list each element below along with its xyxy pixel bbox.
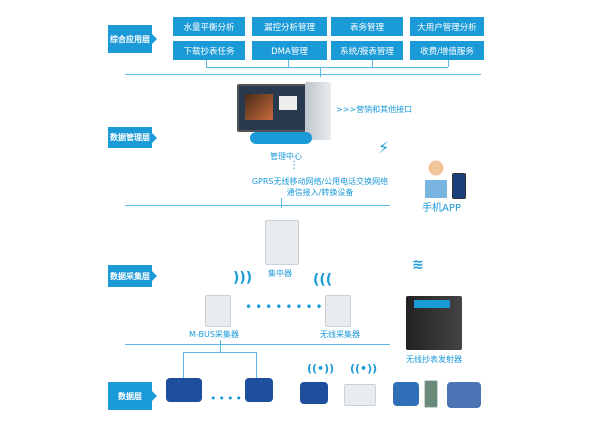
app-box: DMA管理 bbox=[252, 41, 327, 60]
connector bbox=[448, 60, 449, 67]
pc-tower-icon bbox=[305, 82, 331, 140]
divider bbox=[125, 344, 390, 345]
app-box: 表务管理 bbox=[331, 17, 403, 36]
network-label-2: 通信接入/转换设备 bbox=[286, 188, 354, 197]
connector bbox=[206, 60, 207, 67]
water-meter-icon bbox=[300, 382, 328, 404]
network-label-1: GPRS无线移动网络/公用电话交换网络 bbox=[251, 177, 389, 186]
pressure-sensor-icon bbox=[424, 380, 438, 408]
interface-label: >>>营销和其他接口 bbox=[336, 105, 413, 114]
connector bbox=[206, 67, 448, 68]
connector bbox=[288, 60, 289, 67]
app-box: 系统/报表管理 bbox=[331, 41, 403, 60]
flow-meter-icon bbox=[393, 382, 419, 406]
water-meter-icon bbox=[166, 378, 202, 402]
mobile-app-label: 手机APP bbox=[422, 203, 461, 214]
concentrator-label: 集中器 bbox=[268, 269, 292, 278]
wireless-label: 无线采集器 bbox=[320, 330, 360, 339]
transmitter-label: 无线抄表发射器 bbox=[406, 355, 462, 364]
layer-app: 综合应用层 bbox=[108, 25, 157, 53]
monitor-icon bbox=[237, 84, 309, 132]
wifi-icon: ≋ bbox=[412, 257, 424, 273]
smart-meter-icon bbox=[344, 384, 376, 406]
mbus-label: M-BUS采集器 bbox=[189, 330, 239, 339]
app-box: 水量平衡分析 bbox=[173, 17, 245, 36]
connector bbox=[256, 352, 257, 382]
wifi-icon: ((•)) bbox=[350, 362, 378, 375]
wifi-icon: ((( bbox=[313, 272, 333, 288]
wireless-collector-icon bbox=[325, 295, 351, 327]
divider bbox=[125, 205, 390, 206]
app-box: 下载抄表任务 bbox=[173, 41, 245, 60]
connector bbox=[372, 60, 373, 67]
layer-data: 数据层 bbox=[108, 382, 157, 410]
phone-icon bbox=[452, 173, 466, 199]
layer-mgmt: 数据管理层 bbox=[108, 127, 157, 148]
center-label: 管理中心 bbox=[270, 152, 302, 161]
transmitter-icon bbox=[406, 296, 462, 350]
lightning-icon: ⚡ bbox=[378, 138, 390, 157]
wifi-icon: ((•)) bbox=[307, 362, 335, 375]
mbus-collector-icon bbox=[205, 295, 231, 327]
app-box: 大用户管理分析 bbox=[410, 17, 484, 36]
keyboard-icon bbox=[250, 132, 312, 144]
dots-icon: •••••••• bbox=[245, 300, 326, 314]
dots-icon: ⋮ bbox=[289, 160, 299, 171]
water-meter-icon bbox=[245, 378, 273, 402]
connector bbox=[320, 67, 321, 77]
dots-icon: •••• bbox=[210, 392, 244, 405]
app-box: 收费/增值服务 bbox=[410, 41, 484, 60]
connector bbox=[183, 352, 257, 353]
app-box: 漏控分析管理 bbox=[252, 17, 327, 36]
connector bbox=[220, 340, 221, 352]
wifi-icon: ))) bbox=[233, 270, 253, 286]
layer-collect: 数据采集层 bbox=[108, 265, 157, 287]
connector bbox=[183, 352, 184, 382]
large-meter-icon bbox=[447, 382, 481, 408]
person-icon bbox=[425, 158, 447, 198]
concentrator-icon bbox=[265, 220, 299, 265]
connector bbox=[281, 198, 282, 208]
divider bbox=[125, 74, 481, 75]
